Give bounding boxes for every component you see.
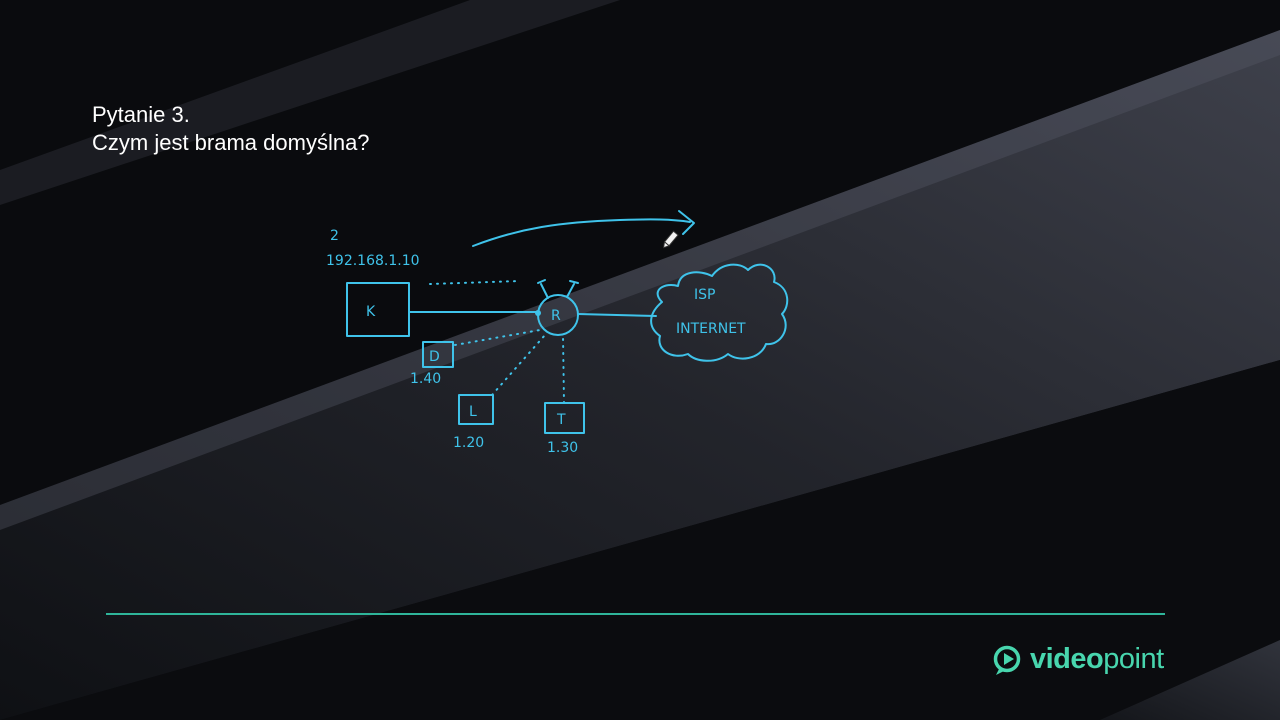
footer-divider [106, 613, 1165, 615]
ip-t-label: 1.30 [547, 440, 578, 456]
dotted-l-r [491, 334, 546, 396]
link-r-isp [577, 313, 657, 317]
node-d-box [422, 341, 454, 368]
node-l-box [458, 394, 494, 425]
router-antennas [537, 279, 579, 299]
node-r-label: R [551, 308, 561, 324]
dotted-k-r [429, 280, 521, 285]
node-l-label: L [469, 404, 477, 420]
annotation-mark: 2 [330, 228, 339, 244]
internet-cloud [650, 263, 789, 362]
arrow-head [678, 210, 695, 235]
play-logo-icon [993, 645, 1021, 675]
videopoint-logo: videopoint [992, 640, 1164, 678]
node-t-label: T [556, 412, 566, 428]
ip-main-label: 192.168.1.10 [326, 253, 420, 269]
question-text: Czym jest brama domyślna? [92, 130, 370, 155]
pen-cursor-icon [662, 230, 679, 249]
router-port [535, 310, 541, 316]
slide-title: Pytanie 3. Czym jest brama domyślna? [92, 101, 370, 157]
ip-l-label: 1.20 [453, 435, 484, 451]
dotted-t-r [562, 335, 565, 404]
cloud-isp-label: ISP [694, 287, 715, 303]
dotted-d-r [454, 329, 541, 346]
ip-d-label: 1.40 [410, 371, 441, 387]
node-k-label: K [366, 304, 376, 320]
route-arrow [472, 218, 691, 247]
node-k-box [346, 282, 410, 337]
node-d-label: D [429, 349, 440, 365]
question-number: Pytanie 3. [92, 102, 190, 127]
brand-name: videopoint [1030, 643, 1164, 676]
brand-name-bold: video [1030, 642, 1104, 675]
brand-name-light: point [1103, 642, 1164, 675]
cloud-internet-label: INTERNET [676, 321, 746, 337]
